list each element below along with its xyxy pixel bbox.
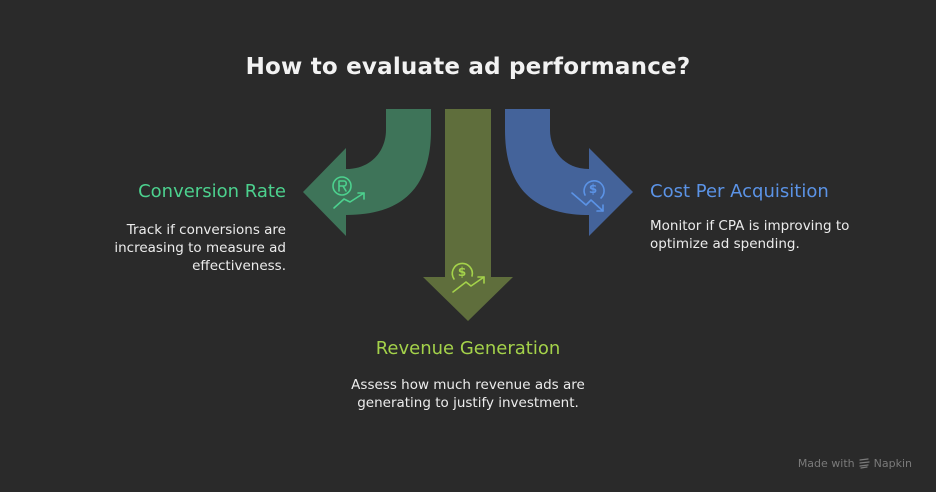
revenue-generation-heading: Revenue Generation bbox=[375, 338, 561, 359]
cost-decrease-icon: $ bbox=[571, 180, 605, 212]
blue-arrow-right bbox=[505, 109, 633, 236]
napkin-logo-icon bbox=[858, 458, 870, 469]
conversion-rate-heading: Conversion Rate bbox=[138, 181, 286, 202]
conversion-rate-description: Track if conversions are increasing to m… bbox=[114, 222, 286, 274]
svg-text:$: $ bbox=[589, 182, 597, 196]
olive-arrow-down bbox=[423, 109, 513, 321]
watermark-brand: Napkin bbox=[873, 457, 912, 470]
rating-growth-icon bbox=[332, 176, 365, 209]
revenue-generation-description: Assess how much revenue ads are generati… bbox=[351, 377, 585, 411]
watermark[interactable]: Made with Napkin bbox=[798, 457, 912, 470]
green-arrow-left bbox=[303, 109, 431, 236]
cost-per-acquisition-heading: Cost Per Acquisition bbox=[650, 181, 829, 202]
revenue-growth-icon: $ bbox=[451, 262, 485, 293]
cost-per-acquisition-description: Monitor if CPA is improving to optimize … bbox=[650, 218, 850, 252]
diagram-title: How to evaluate ad performance? bbox=[245, 54, 691, 80]
watermark-prefix: Made with bbox=[797, 457, 855, 470]
svg-text:$: $ bbox=[458, 265, 466, 279]
